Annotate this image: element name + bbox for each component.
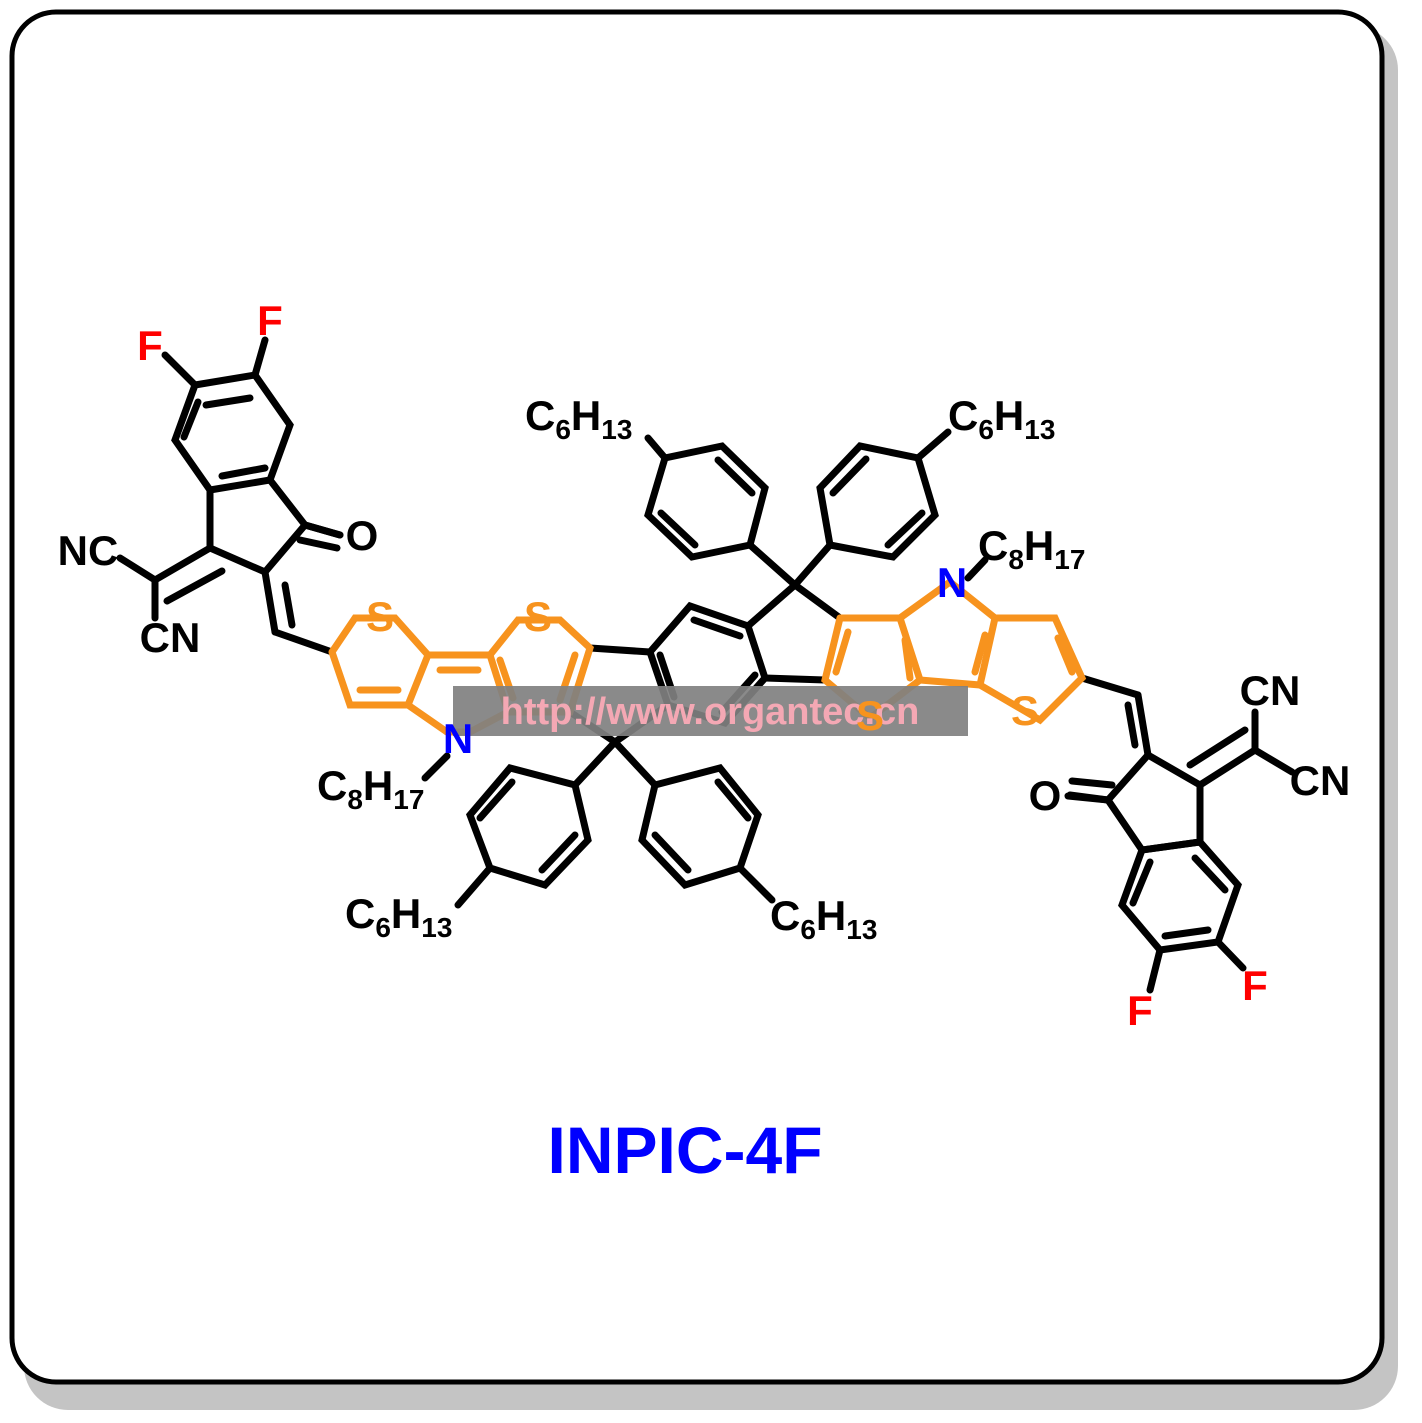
oxygen-label-right: O xyxy=(1029,772,1062,819)
substituent-labels: C6H13 C6H13 C8H17 C8H17 C6H13 C6H13 xyxy=(317,392,1085,945)
nitrile-label-right-1: CN xyxy=(1240,667,1301,714)
fluorine-label-2: F xyxy=(257,297,283,344)
hexyl-label-bottom-right: C6H13 xyxy=(770,892,877,945)
hexyl-label-top-right: C6H13 xyxy=(948,392,1055,445)
hexyl-label-bottom-left: C6H13 xyxy=(345,890,452,943)
nitrile-label-left-2: CN xyxy=(140,614,201,661)
sulfur-label-4: S xyxy=(1011,687,1039,734)
watermark: http://www.organtec.cn xyxy=(453,686,968,736)
nitrile-label-right-2: CN xyxy=(1290,757,1351,804)
sulfur-label-2: S xyxy=(524,593,552,640)
octyl-label-left: C8H17 xyxy=(317,762,424,815)
compound-title: INPIC-4F xyxy=(547,1113,822,1187)
watermark-background xyxy=(453,686,968,736)
hexyl-label-top-left: C6H13 xyxy=(525,392,632,445)
fluorine-label-1: F xyxy=(137,322,163,369)
sulfur-label-1: S xyxy=(366,593,394,640)
nitrile-label-left-1: NC xyxy=(58,527,119,574)
carbonyl-bonds xyxy=(296,521,1116,804)
sulfur-label-3: S xyxy=(856,692,884,739)
fluorine-label-4: F xyxy=(1242,962,1268,1009)
octyl-label-right: C8H17 xyxy=(978,522,1085,575)
nitrogen-label-right: N xyxy=(937,559,967,606)
fluorine-label-3: F xyxy=(1127,987,1153,1034)
atom-labels: F F O NC CN S S S S N N O CN CN F F xyxy=(58,297,1351,1034)
watermark-text: http://www.organtec.cn xyxy=(501,691,920,733)
nitrogen-label-left: N xyxy=(443,715,473,762)
oxygen-label-left: O xyxy=(346,512,379,559)
